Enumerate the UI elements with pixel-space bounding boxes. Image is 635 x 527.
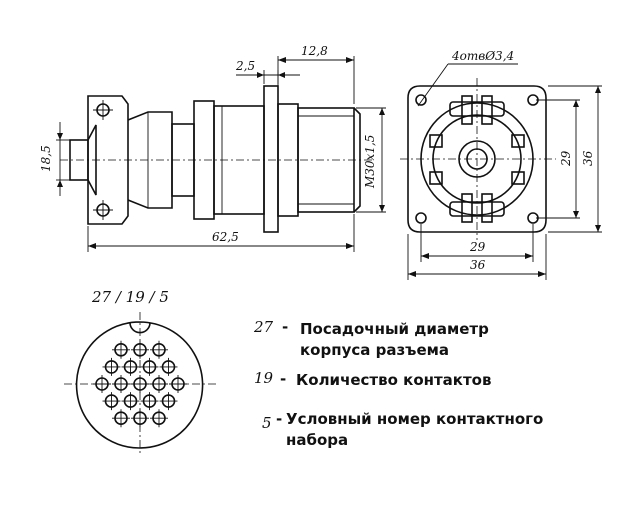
dim-holes: 4отвØ3,4 bbox=[417, 49, 518, 107]
legend-item-count: 19 - Количество контактов bbox=[254, 369, 491, 389]
front-view: 4отвØ3,4 29 36 29 bbox=[400, 49, 602, 280]
dim-29-horizontal: 29 bbox=[420, 224, 534, 262]
dim-holes-label: 4отвØ3,4 bbox=[451, 49, 514, 63]
dim-36-horizontal: 36 bbox=[407, 234, 547, 280]
dim-36-vertical-label: 36 bbox=[581, 150, 595, 166]
dim-18-5: 18,5 bbox=[39, 122, 72, 196]
dim-62-5-label: 62,5 bbox=[212, 230, 239, 244]
legend-item-set: 5 - Условный номер контактного набора bbox=[262, 410, 543, 449]
cable-clamp bbox=[69, 95, 173, 225]
legend-num-set: 5 bbox=[262, 414, 272, 432]
dim-18-5-label: 18,5 bbox=[39, 145, 53, 172]
dim-thread-label: M30x1,5 bbox=[363, 135, 377, 189]
connector-body bbox=[171, 85, 361, 233]
dim-29-vertical: 29 bbox=[536, 99, 580, 219]
dim-thread: M30x1,5 bbox=[356, 107, 386, 213]
dim-62-5: 62,5 bbox=[87, 214, 355, 252]
legend-line1-count: Количество контактов bbox=[296, 371, 491, 389]
legend-line2-set: набора bbox=[286, 431, 348, 449]
dim-29-horizontal-label: 29 bbox=[469, 240, 486, 254]
legend-dash-count: - bbox=[280, 370, 286, 388]
legend: 27 - Посадочный диаметр корпуса разъема … bbox=[253, 318, 543, 449]
dim-2-5: 2,5 bbox=[235, 59, 300, 84]
legend-line2-diameter: корпуса разъема bbox=[300, 341, 449, 359]
dim-12-8-label: 12,8 bbox=[301, 44, 328, 58]
legend-dash-set: - bbox=[276, 410, 282, 428]
legend-num-count: 19 bbox=[254, 369, 274, 387]
flange-square bbox=[407, 85, 547, 233]
dim-36-horizontal-label: 36 bbox=[470, 258, 486, 272]
dim-12-8: 12,8 bbox=[277, 44, 355, 104]
contact-face-outline bbox=[75, 321, 204, 449]
legend-line1-diameter: Посадочный диаметр bbox=[300, 320, 489, 338]
dim-36-vertical: 36 bbox=[548, 85, 602, 233]
contact-layout bbox=[64, 312, 216, 456]
dim-29-vertical-label: 29 bbox=[559, 150, 573, 167]
legend-num-diameter: 27 bbox=[253, 318, 274, 336]
side-view: 12,8 2,5 18,5 M30x1,5 bbox=[39, 44, 386, 252]
dim-2-5-label: 2,5 bbox=[235, 59, 255, 73]
legend-dash-diameter: - bbox=[282, 318, 288, 336]
legend-line1-set: Условный номер контактного bbox=[286, 410, 543, 428]
designation-code: 27 / 19 / 5 bbox=[91, 288, 169, 306]
legend-item-diameter: 27 - Посадочный диаметр корпуса разъема bbox=[253, 318, 489, 359]
